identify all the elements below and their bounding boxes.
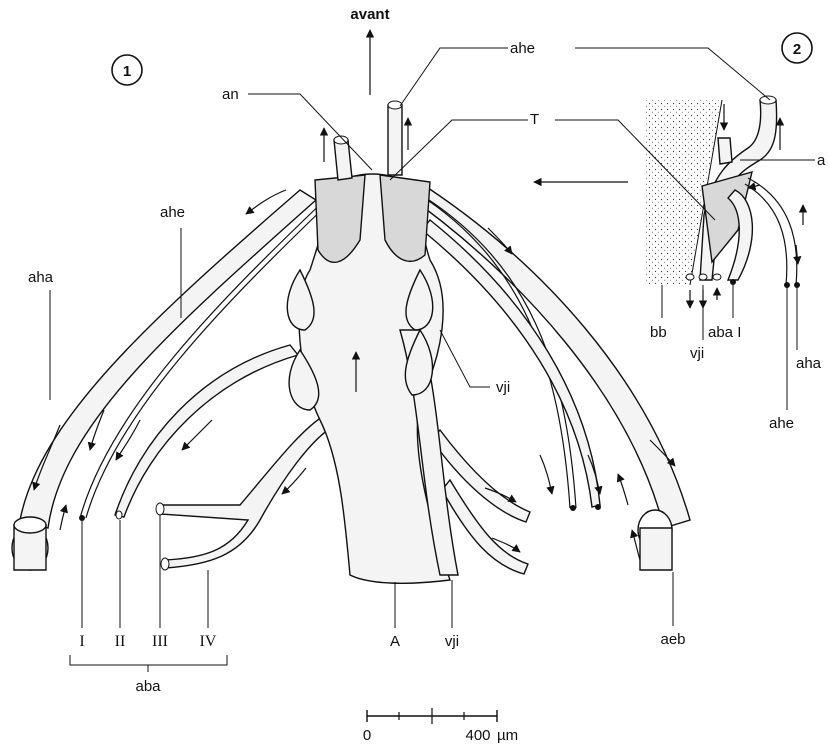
label-an: an bbox=[222, 86, 239, 103]
vessel-aba-III-IV bbox=[160, 415, 335, 568]
fig2-label-aha: aha bbox=[796, 355, 822, 372]
figure-1: 1 avant bbox=[12, 6, 690, 695]
label-avant: avant bbox=[350, 6, 389, 23]
scale-bar-end: 400 bbox=[465, 727, 490, 744]
label-II: II bbox=[115, 633, 126, 650]
label-I: I bbox=[79, 633, 84, 650]
label-aba: aba bbox=[135, 678, 161, 695]
label-vji-right: vji bbox=[496, 379, 510, 396]
fig2-label-a: a bbox=[817, 152, 826, 169]
label-T: T bbox=[530, 111, 539, 128]
scale-bar-start: 0 bbox=[363, 727, 371, 744]
scale-bar-unit: µm bbox=[497, 727, 518, 744]
fig2-label-ahe: ahe bbox=[769, 415, 794, 432]
figure-2-number: 2 bbox=[793, 41, 801, 58]
fig2-label-aba-I: aba I bbox=[708, 324, 741, 341]
label-ahe-left: ahe bbox=[160, 204, 185, 221]
label-aeb: aeb bbox=[660, 631, 685, 648]
figure-2: 2 a bbox=[534, 33, 826, 432]
scale-bar: 0 400 µm bbox=[363, 708, 518, 744]
label-A: A bbox=[390, 633, 400, 650]
fig2-label-vji: vji bbox=[690, 345, 704, 362]
fig2-label-bb: bb bbox=[650, 324, 667, 341]
label-ahe-top: ahe bbox=[510, 40, 535, 57]
vessel-ahe-top bbox=[388, 105, 402, 175]
label-III: III bbox=[152, 633, 168, 650]
label-vji-bottom: vji bbox=[445, 633, 459, 650]
figure-1-number: 1 bbox=[123, 63, 131, 80]
label-IV: IV bbox=[200, 633, 217, 650]
label-aha-left: aha bbox=[28, 269, 54, 286]
aba-bracket bbox=[70, 655, 227, 665]
